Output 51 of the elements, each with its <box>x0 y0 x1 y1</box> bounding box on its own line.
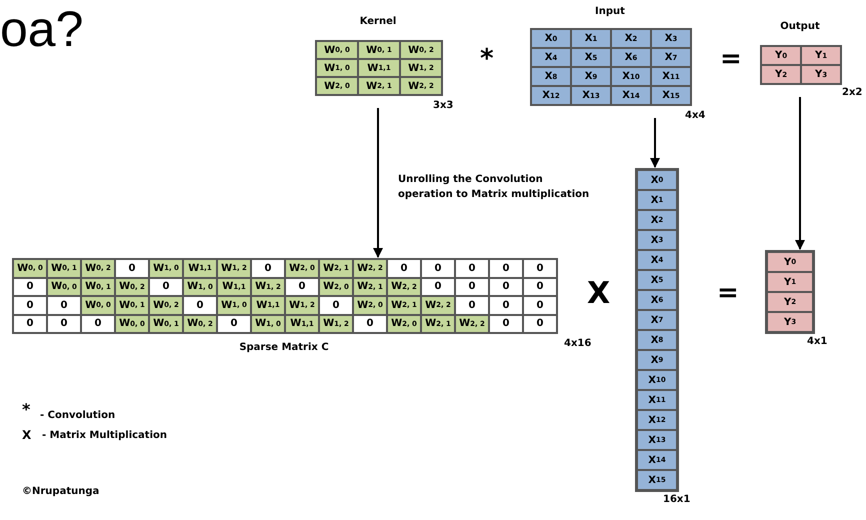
dimension-label: 3x3 <box>433 100 454 111</box>
matrix-cell: 0 <box>387 259 421 278</box>
matrix-cell: 0 <box>489 259 523 278</box>
arrow <box>795 97 805 250</box>
arrow <box>373 108 383 258</box>
matrix-cell: 0 <box>523 296 557 314</box>
matrix-title: Output <box>779 21 821 32</box>
dimension-label: 4x16 <box>564 338 592 349</box>
matrix-title: Kernel <box>358 16 398 27</box>
operator-symbol: = <box>720 44 742 74</box>
matrix-cell: 0 <box>489 278 523 296</box>
legend-text: - Matrix Multiplication <box>42 430 167 441</box>
matrix-cell: 0 <box>217 314 251 333</box>
arrow <box>650 118 660 168</box>
matrix-cell: 0 <box>523 278 557 296</box>
matrix-cell: 0 <box>81 314 115 333</box>
matrix-cell: 0 <box>455 278 489 296</box>
matrix-cell: 0 <box>489 314 523 333</box>
matrix-cell: 0 <box>421 259 455 278</box>
copyright-note: ©Nrupatunga <box>22 486 100 497</box>
matrix-title: Input <box>594 6 626 17</box>
matrix-cell: 0 <box>13 278 47 296</box>
matrix-cell: 0 <box>285 278 319 296</box>
operator-symbol: X <box>587 276 610 311</box>
matrix-cell: 0 <box>489 296 523 314</box>
legend-text: - Convolution <box>40 410 116 421</box>
matrix-title: Sparse Matrix C <box>238 342 330 353</box>
matrix-cell: 0 <box>115 259 149 278</box>
matrix-cell: 0 <box>421 278 455 296</box>
matrix-cell: 0 <box>523 314 557 333</box>
matrix-cell: 0 <box>251 259 285 278</box>
matrix-cell: 0 <box>149 278 183 296</box>
matrix-cell: 0 <box>13 296 47 314</box>
matrix-cell: 0 <box>319 296 353 314</box>
matrix-cell: 0 <box>455 259 489 278</box>
dimension-label: 4x1 <box>807 336 828 347</box>
matrix-cell: 0 <box>523 259 557 278</box>
legend-symbol: * <box>22 400 30 419</box>
dimension-label: 4x4 <box>685 110 706 121</box>
matrix-cell: 0 <box>353 314 387 333</box>
matrix-cell: 0 <box>13 314 47 333</box>
matrix-cell: 0 <box>455 296 489 314</box>
operator-symbol: * <box>480 44 494 74</box>
dimension-label: 16x1 <box>663 494 690 505</box>
matrix-cell: 0 <box>47 296 81 314</box>
operator-symbol: = <box>717 278 739 308</box>
heading-fragment: oa? <box>0 0 84 58</box>
dimension-label: 2x2 <box>842 87 862 98</box>
matrix-cell: 0 <box>47 314 81 333</box>
matrix-cell: 0 <box>183 296 217 314</box>
legend-symbol: X <box>22 428 32 442</box>
